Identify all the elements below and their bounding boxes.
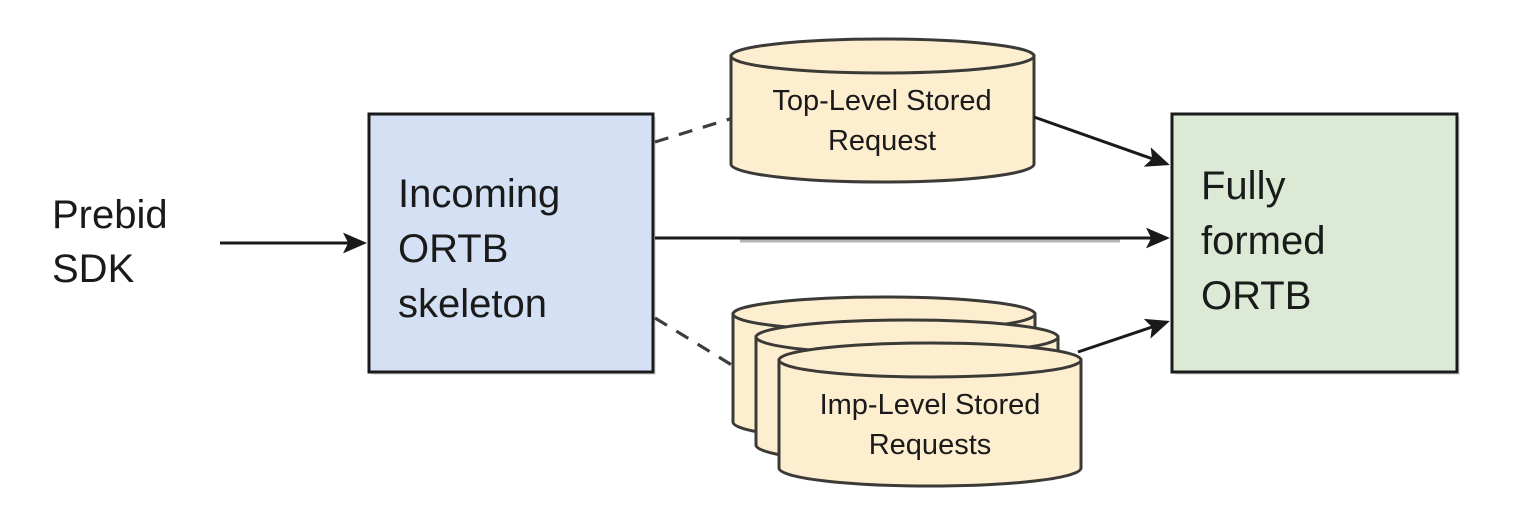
node-prebid-sdk: Prebid SDK [52, 193, 168, 291]
edge-skeleton-to-top-level [654, 116, 734, 144]
incoming-ortb-skeleton-line-2: ORTB [398, 227, 508, 271]
fully-formed-ortb-line-1: Fully [1201, 164, 1285, 208]
edge-line [654, 316, 736, 369]
top-level-stored-request-line-1: Top-Level Stored [772, 85, 991, 117]
edge-line [654, 116, 734, 144]
imp-level-cylinder-front-top [777, 341, 1083, 379]
incoming-ortb-skeleton-box [367, 112, 655, 374]
imp-level-stored-requests-line-1: Imp-Level Stored [820, 389, 1041, 421]
node-imp-level-stored-requests: Imp-Level Stored Requests [731, 295, 1083, 488]
incoming-ortb-skeleton-line-1: Incoming [398, 172, 560, 216]
top-level-cylinder-top [729, 37, 1036, 75]
node-fully-formed-ortb: Fully formed ORTB [1170, 112, 1460, 375]
prebid-sdk-line-2: SDK [52, 247, 135, 291]
edge-top-level-to-fully-formed [1033, 115, 1170, 167]
imp-level-cylinder-front-body [777, 358, 1083, 488]
top-level-cylinder-body [729, 54, 1036, 184]
imp-level-cylinder-front: Imp-Level Stored Requests [777, 341, 1083, 488]
node-incoming-ortb-skeleton: Incoming ORTB skeleton [367, 112, 656, 375]
incoming-ortb-skeleton-line-3: skeleton [398, 282, 547, 326]
edge-line [1033, 115, 1170, 167]
fully-formed-ortb-line-2: formed [1201, 219, 1326, 263]
prebid-sdk-line-1: Prebid [52, 193, 168, 237]
edge-skeleton-to-imp-level [654, 316, 736, 369]
top-level-stored-request-line-2: Request [828, 125, 936, 157]
fully-formed-ortb-line-3: ORTB [1201, 274, 1311, 318]
node-top-level-stored-request: Top-Level Stored Request [729, 37, 1036, 184]
edge-line [1077, 318, 1170, 354]
edge-imp-level-to-fully-formed [1077, 318, 1170, 354]
imp-level-stored-requests-line-2: Requests [869, 429, 992, 461]
fully-formed-ortb-box [1170, 112, 1459, 374]
edge-skeleton-to-fully-formed [655, 227, 1170, 249]
